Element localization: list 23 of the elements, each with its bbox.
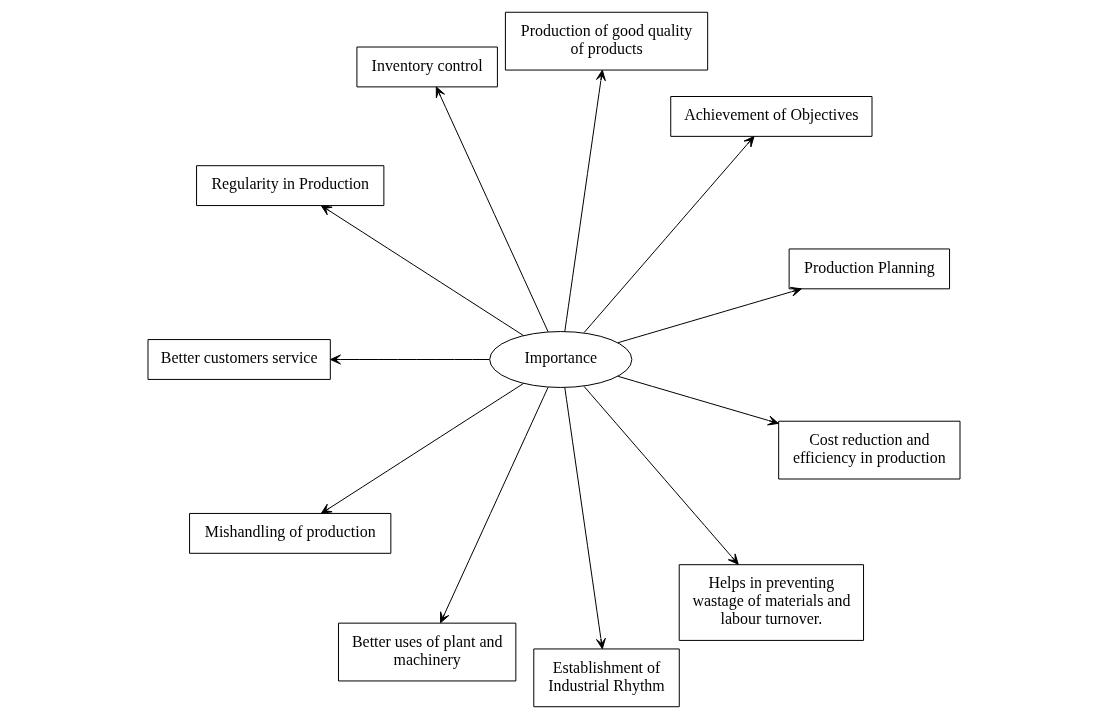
arrow <box>564 69 606 332</box>
arrow <box>440 386 549 624</box>
node-box: Better customers service <box>147 339 331 380</box>
arrow <box>564 387 606 650</box>
node-box: Regularity in Production <box>196 165 385 207</box>
arrow <box>320 205 524 336</box>
arrow <box>320 383 524 514</box>
node-ellipse: Importance <box>489 331 633 388</box>
arrow <box>330 354 490 365</box>
arrow <box>617 375 779 426</box>
node-box: Production of good quality of products <box>504 11 709 71</box>
node-box: Inventory control <box>356 46 498 88</box>
node-box: Establishment of Industrial Rhythm <box>533 648 680 708</box>
node-box: Helps in preventing wastage of materials and labour turnover. <box>678 564 865 641</box>
node-box: Better uses of plant and machinery <box>338 622 517 682</box>
node-box: Production Planning <box>788 248 951 290</box>
arrow <box>583 136 755 334</box>
node-box: Mishandling of production <box>189 512 392 554</box>
arrow <box>583 385 739 565</box>
arrow <box>435 86 549 333</box>
node-box: Achievement of Objectives <box>670 96 873 137</box>
arrow <box>617 286 802 344</box>
node-box: Cost reduction and efficiency in production <box>778 420 961 480</box>
